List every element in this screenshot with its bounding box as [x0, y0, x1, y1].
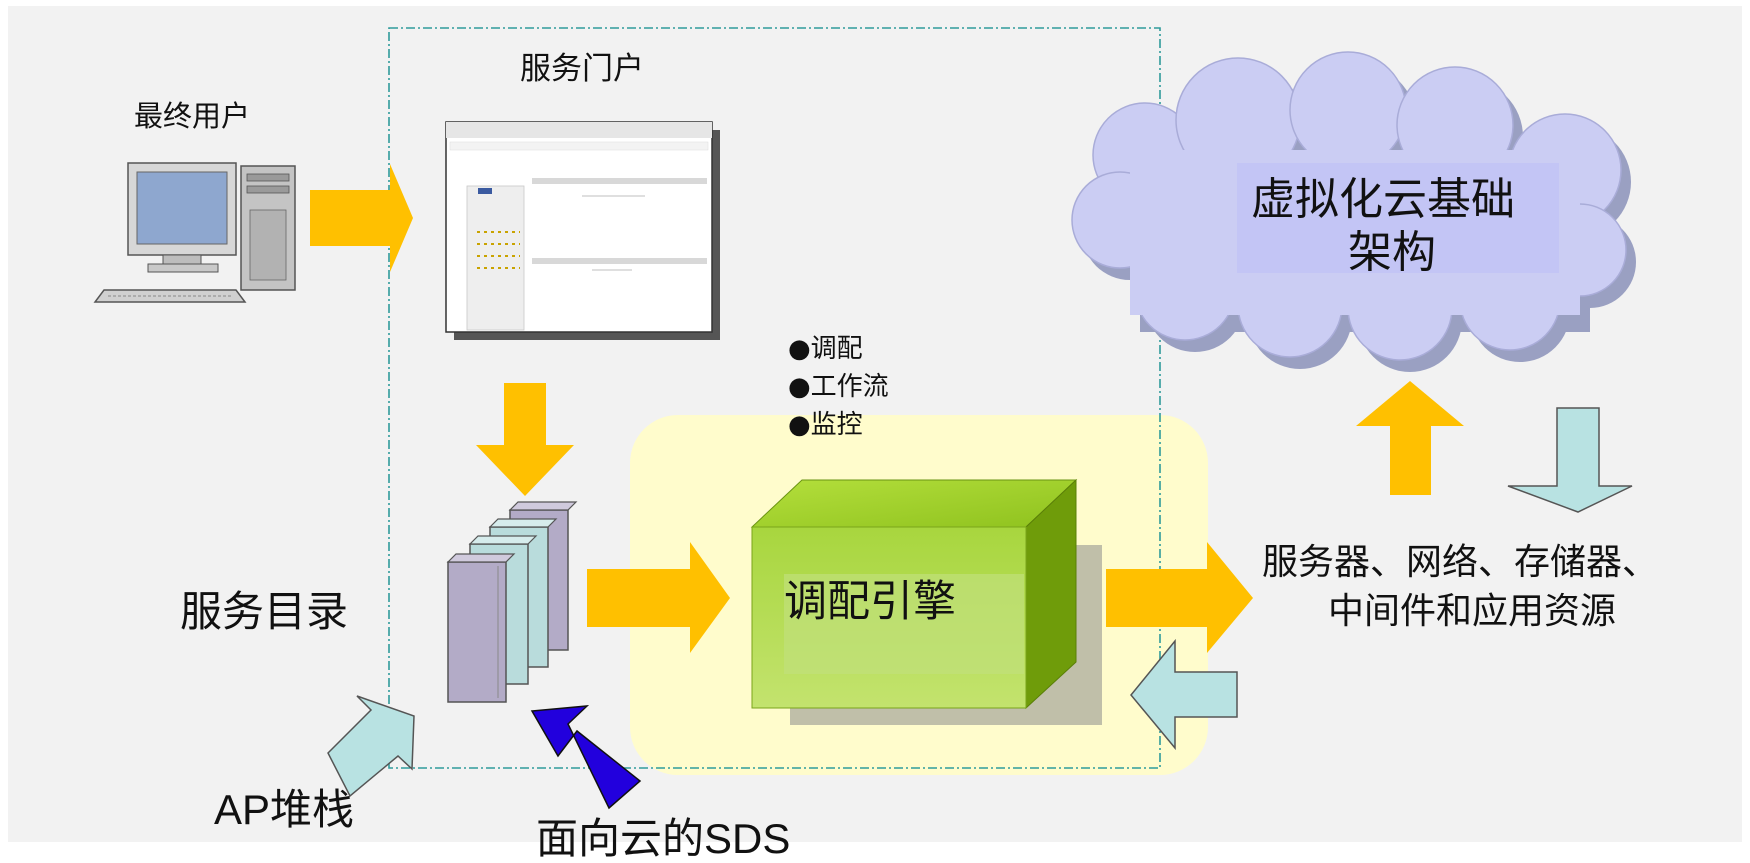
- portal-screenshot: [445, 121, 720, 340]
- arrow-ap-stack: [327, 695, 415, 798]
- orchestration-engine-cube: [750, 478, 1102, 725]
- arrow-cloud-to-resources: [1507, 407, 1633, 513]
- dashed-boundary: [388, 27, 1161, 769]
- engine-feature-item: ●调配: [788, 334, 863, 364]
- arrow-resources-to-cloud: [1356, 381, 1464, 495]
- cloud-sds-label: 面向云的SDS: [536, 815, 791, 862]
- resources-label-line2: 中间件和应用资源: [1328, 591, 1617, 632]
- arrow-engine-to-resources: [1106, 542, 1253, 653]
- service-portal-label: 服务门户: [520, 51, 644, 87]
- resources-label-line1: 服务器、网络、存储器、: [1262, 542, 1659, 583]
- engine-feature-item: ●工作流: [788, 372, 889, 402]
- cloud-infra-label-line1: 虚拟化云基础: [1251, 174, 1515, 225]
- cloud-infra-label-line2: 架构: [1348, 227, 1436, 278]
- arrow-resources-to-engine: [1130, 638, 1238, 751]
- end-user-label: 最终用户: [134, 99, 251, 133]
- cloud-label-highlight: [1237, 163, 1559, 273]
- service-catalog-books-icon: [446, 501, 578, 703]
- arrow-portal-to-catalog: [476, 383, 574, 496]
- computer-icon: [93, 162, 296, 303]
- arrow-cloud-sds: [530, 705, 642, 810]
- ap-stack-label: AP堆栈: [214, 786, 355, 833]
- service-catalog-label: 服务目录: [180, 587, 349, 636]
- arrow-user-to-portal: [310, 164, 413, 272]
- orchestration-engine-label: 调配引擎: [784, 577, 956, 627]
- engine-features-list: ●调配 ●工作流 ●监控: [788, 330, 889, 444]
- cloud-shape: [1071, 51, 1636, 372]
- engine-feature-item: ●监控: [788, 410, 863, 440]
- arrow-catalog-to-engine: [587, 542, 730, 653]
